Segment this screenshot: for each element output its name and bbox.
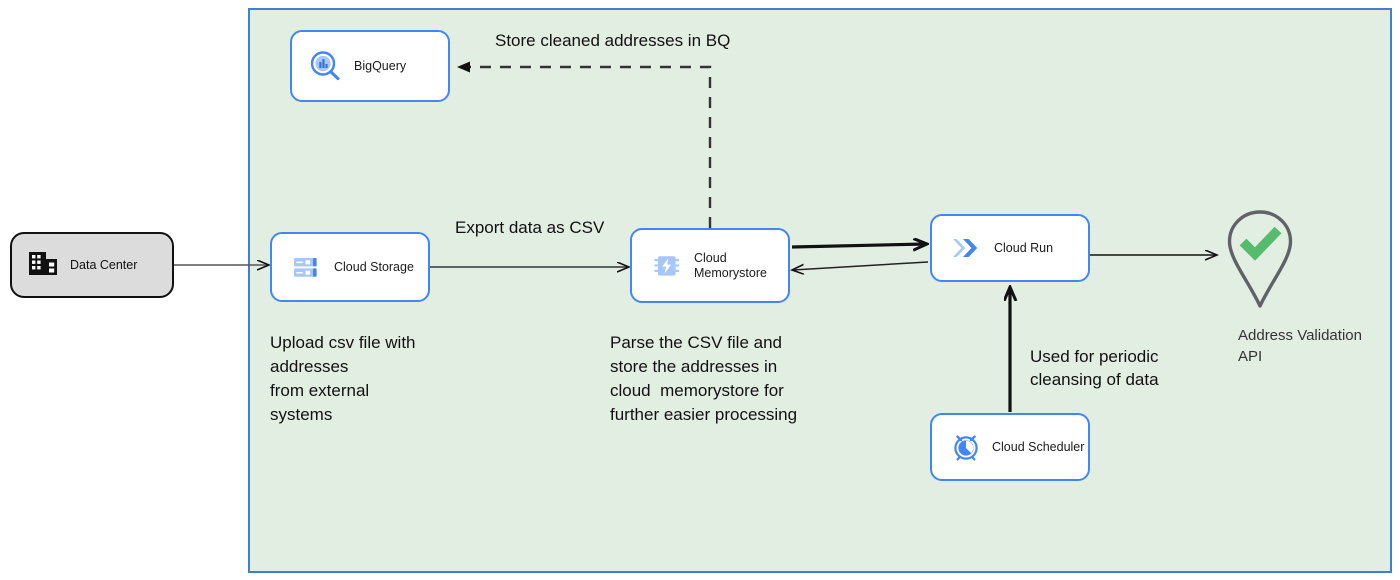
node-cloud-storage[interactable]: Cloud Storage [270,232,430,302]
label-address-validation-api: Address Validation API [1238,327,1362,365]
edge-label-periodic-cleansing: Used for periodic cleansing of data [1030,347,1159,389]
node-label-data-center: Data Center [70,258,138,272]
node-cloud-memorystore[interactable]: Cloud Memorystore [630,228,790,303]
edge-label-export-csv: Export data as CSV [455,218,605,237]
cloud-scheduler-icon [950,431,982,463]
node-cloud-scheduler[interactable]: Cloud Scheduler [930,413,1090,481]
bigquery-icon [308,49,342,83]
google-cloud-boundary [248,8,1392,573]
node-label-bigquery: BigQuery [354,58,407,73]
cloud-run-icon [950,234,982,262]
node-label-cloud-run: Cloud Run [994,240,1054,255]
node-address-validation-api[interactable] [1216,206,1304,314]
node-label-cloud-memorystore: Cloud Memorystore [694,251,767,280]
annotation-parse-csv: Parse the CSV file and store the address… [610,333,798,424]
node-label-cloud-storage: Cloud Storage [334,259,414,274]
node-label-cloud-scheduler: Cloud Scheduler [992,439,1085,454]
cloud-storage-icon [292,252,322,282]
datacenter-icon [28,249,58,282]
memorystore-icon [652,251,682,281]
node-cloud-run[interactable]: Cloud Run [930,214,1090,282]
map-pin-check-icon [1227,210,1293,308]
edge-label-store-in-bq: Store cleaned addresses in BQ [495,31,731,50]
node-bigquery[interactable]: BigQuery [290,30,450,102]
node-data-center[interactable]: Data Center [10,232,174,298]
annotation-upload-csv: Upload csv file with addresses from exte… [270,333,416,424]
